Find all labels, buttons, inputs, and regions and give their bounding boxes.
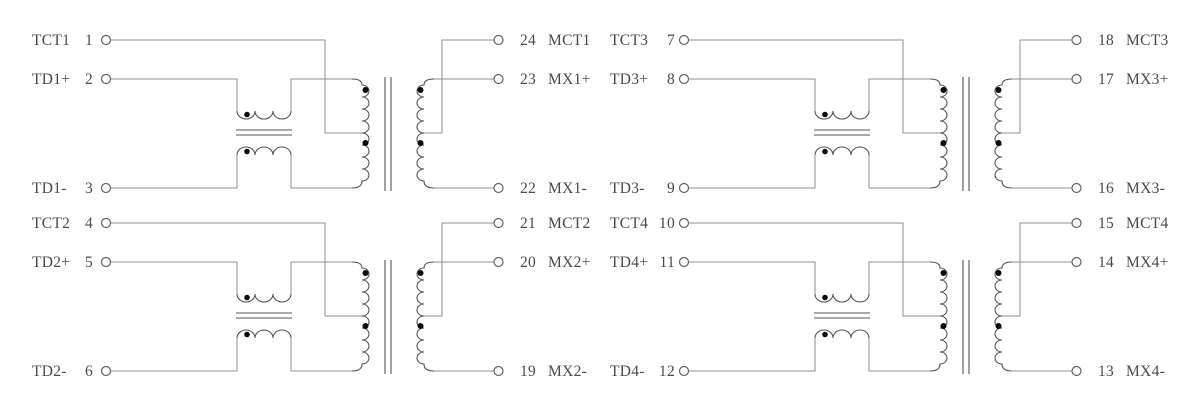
pin-number-label: 3 [85, 180, 93, 197]
pin-number-label: 21 [520, 215, 536, 232]
circuit-1-symbol [100, 34, 504, 194]
circuit-4-symbol [678, 217, 1082, 377]
pin-number-label: 16 [1098, 180, 1114, 197]
pin-name-label: MX4+ [1126, 254, 1169, 271]
pin-name-label: MX2+ [548, 254, 591, 271]
pin-number-label: 6 [85, 363, 93, 380]
pin-name-label: TD3+ [610, 71, 648, 88]
pin-number-label: 17 [1098, 71, 1114, 88]
pin-number-label: 15 [1098, 215, 1114, 232]
pin-number-label: 11 [659, 254, 675, 271]
pin-number-label: 24 [520, 32, 536, 49]
pin-name-label: MCT2 [548, 215, 591, 232]
pin-number-label: 2 [85, 71, 93, 88]
pin-name-label: TCT2 [32, 215, 70, 232]
pin-number-label: 9 [667, 180, 675, 197]
pin-name-label: TD4- [610, 363, 645, 380]
pin-name-label: MCT1 [548, 32, 591, 49]
pin-name-label: TD2+ [32, 254, 70, 271]
pin-name-label: TD3- [610, 180, 645, 197]
pin-number-label: 19 [520, 363, 536, 380]
pin-name-label: TD1- [32, 180, 67, 197]
pin-number-label: 10 [659, 215, 675, 232]
pin-name-label: TCT3 [610, 32, 648, 49]
transformer-circuit-2: TCT2 4 TD2+ 5 TD2- 6 21 MCT2 20 MX2+ 19 … [32, 215, 591, 380]
pin-name-label: MX4- [1126, 363, 1165, 380]
pin-number-label: 22 [520, 180, 536, 197]
pin-name-label: TD2- [32, 363, 67, 380]
pin-name-label: TD1+ [32, 71, 70, 88]
transformer-circuit-3: TCT3 7 TD3+ 8 TD3- 9 18 MCT3 17 MX3+ 16 … [610, 32, 1169, 197]
pin-name-label: MX2- [548, 363, 587, 380]
pin-number-label: 14 [1098, 254, 1114, 271]
pin-name-label: MX1- [548, 180, 587, 197]
circuit-2-symbol [100, 217, 504, 377]
pin-name-label: MCT3 [1126, 32, 1169, 49]
pin-number-label: 4 [85, 215, 93, 232]
pin-number-label: 12 [659, 363, 675, 380]
pin-number-label: 1 [85, 32, 93, 49]
circuit-3-symbol [678, 34, 1082, 194]
pin-number-label: 18 [1098, 32, 1114, 49]
pin-name-label: MX3+ [1126, 71, 1169, 88]
pin-number-label: 23 [520, 71, 536, 88]
pin-name-label: MX1+ [548, 71, 591, 88]
pin-number-label: 13 [1098, 363, 1114, 380]
pin-number-label: 20 [520, 254, 536, 271]
pin-number-label: 8 [667, 71, 675, 88]
pin-number-label: 7 [667, 32, 675, 49]
transformer-circuit-4: TCT4 10 TD4+ 11 TD4- 12 15 MCT4 14 MX4+ … [610, 215, 1169, 380]
pin-name-label: TCT1 [32, 32, 70, 49]
pin-name-label: MCT4 [1126, 215, 1169, 232]
pin-name-label: TD4+ [610, 254, 648, 271]
transformer-circuit-1: TCT1 1 TD1+ 2 TD1- 3 24 MCT1 23 MX1+ 22 … [32, 32, 591, 197]
pin-name-label: MX3- [1126, 180, 1165, 197]
pin-name-label: TCT4 [610, 215, 648, 232]
pin-number-label: 5 [85, 254, 93, 271]
